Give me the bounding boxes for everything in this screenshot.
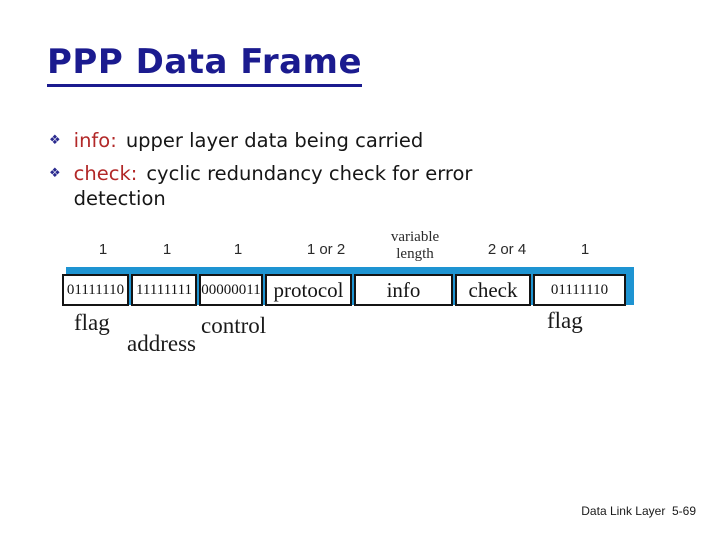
bullet-list: ❖ info: upper layer data being carried ❖ … — [49, 128, 569, 219]
diamond-bullet-icon: ❖ — [49, 165, 61, 181]
list-item: ❖ info: upper layer data being carried — [49, 128, 569, 154]
bullet-description: upper layer data being carried — [125, 129, 424, 152]
size-label: variable length — [390, 229, 440, 262]
bullet-text: info: upper layer data being carried — [74, 128, 424, 154]
bullet-keyword: info: — [73, 129, 117, 152]
bullet-keyword: check: — [73, 161, 138, 185]
field-caption-control: control — [201, 313, 267, 338]
frame-field-info: info — [354, 274, 453, 306]
frame-field-control: 00000011 — [199, 274, 263, 306]
field-caption-flag-left: flag — [74, 310, 110, 335]
page-title: PPP Data Frame — [47, 42, 363, 87]
list-item: ❖ check:cyclic redundancy check for erro… — [49, 161, 569, 212]
size-label: 1 — [580, 241, 590, 258]
size-label: 1 or 2 — [306, 241, 346, 258]
bullet-text: check:cyclic redundancy check for error … — [74, 161, 473, 212]
size-label: 1 — [162, 241, 172, 258]
field-caption-address: address — [127, 331, 196, 356]
frame-field-address: 11111111 — [131, 274, 197, 306]
field-caption-flag-right: flag — [547, 308, 583, 333]
size-label: 1 — [98, 241, 108, 258]
size-label: 1 — [233, 241, 243, 258]
frame-field-flag-start: 01111110 — [62, 274, 129, 306]
frame-field-flag-end: 01111110 — [533, 274, 626, 306]
frame-field-check: check — [455, 274, 531, 306]
highlight-bar — [66, 267, 634, 305]
size-label: 2 or 4 — [487, 241, 527, 258]
frame-field-protocol: protocol — [265, 274, 352, 306]
footer-page-number: Data Link Layer 5-69 — [581, 504, 696, 518]
bullet-description: cyclic redundancy check for error detect… — [73, 161, 473, 211]
diamond-bullet-icon: ❖ — [49, 133, 61, 148]
